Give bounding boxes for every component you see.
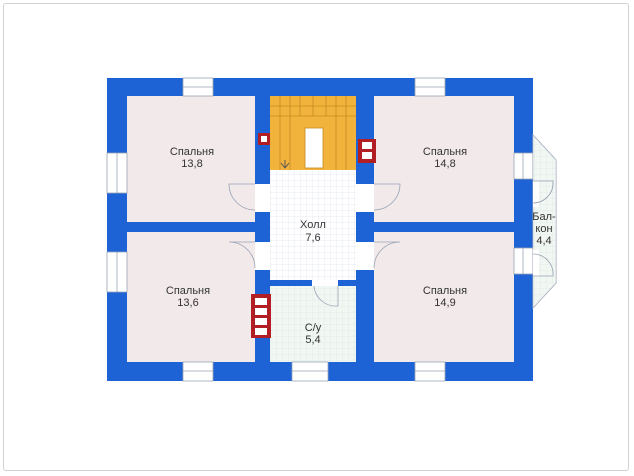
doors [228, 183, 401, 307]
window [513, 247, 534, 275]
chimney-north [258, 133, 270, 145]
window [182, 361, 214, 382]
label-bedroom-se-name: Спальня [423, 285, 467, 297]
label-bedroom-nw-name: Спальня [170, 146, 214, 158]
chimney-south [251, 294, 271, 338]
door-bedroom-se [373, 241, 401, 269]
room-bedroom-nw [127, 96, 255, 222]
label-bedroom-ne-name: Спальня [423, 146, 467, 158]
door-bathroom [313, 285, 339, 307]
door-balcony [532, 180, 554, 204]
label-balcony-line1: Бал- [532, 211, 556, 223]
room-bedroom-se [374, 232, 514, 362]
label-hall-name: Холл [300, 219, 326, 231]
door-bedroom-nw [228, 183, 256, 211]
window [513, 152, 534, 180]
label-bedroom-ne-area: 14,8 [434, 158, 455, 170]
door-bedroom-ne [373, 183, 401, 211]
label-bedroom-se-area: 14,9 [434, 297, 455, 309]
windows [106, 77, 534, 382]
door-bedroom-sw [228, 241, 256, 269]
image-frame [3, 3, 629, 471]
window [291, 361, 329, 382]
room-hall [270, 170, 356, 280]
room-bedroom-sw [127, 232, 255, 362]
label-bathroom-name: С/у [305, 322, 322, 334]
room-bedroom-ne [374, 96, 514, 222]
label-hall-area: 7,6 [305, 232, 320, 244]
label-balcony-line2: кон [535, 223, 552, 235]
label-balcony-area: 4,4 [536, 235, 551, 247]
window [414, 361, 446, 382]
label-bedroom-nw-area: 13,8 [181, 158, 202, 170]
stair-well [304, 127, 324, 169]
chimney-north-east [358, 139, 376, 163]
label-bedroom-sw-name: Спальня [166, 285, 210, 297]
stair-arrow-icon [280, 160, 290, 169]
label-bedroom-sw-area: 13,6 [177, 297, 198, 309]
label-bathroom-area: 5,4 [305, 334, 320, 346]
